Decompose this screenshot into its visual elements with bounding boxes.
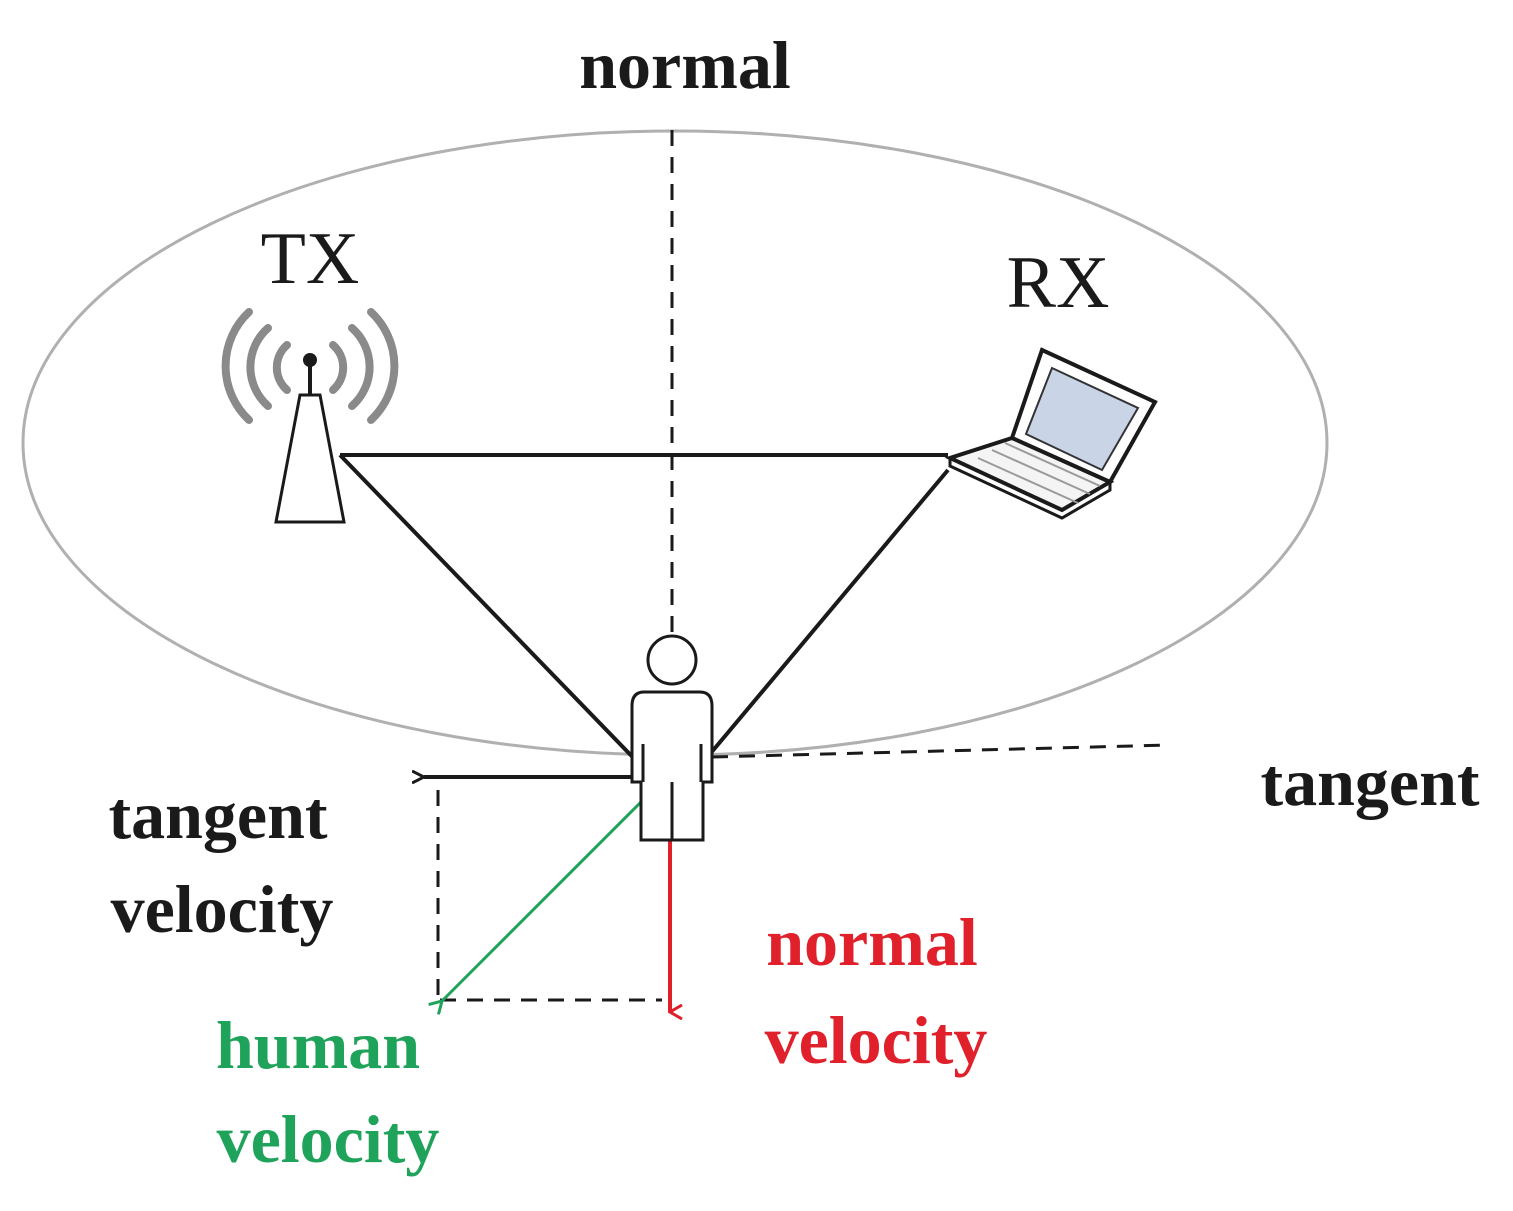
tangent-axis-line	[711, 743, 1171, 759]
person-to-rx-line	[703, 468, 950, 762]
laptop-icon	[944, 347, 1158, 520]
human-velocity-label-line1: human	[216, 1007, 420, 1083]
tangent-velocity-label-line1: tangent	[108, 777, 327, 853]
human-velocity-label-line2: velocity	[217, 1101, 440, 1177]
normal-axis-label: normal	[579, 27, 791, 103]
tangent-velocity-label-line2: velocity	[111, 871, 334, 947]
tx-label: TX	[261, 218, 360, 300]
person-icon	[630, 634, 714, 842]
tx-to-person-line	[338, 453, 652, 777]
tangent-axis-label: tangent	[1260, 744, 1479, 820]
normal-velocity-label-line1: normal	[766, 904, 978, 980]
antenna-tower-icon	[221, 308, 399, 524]
rx-label: RX	[1007, 242, 1110, 324]
normal-velocity-label-line2: velocity	[765, 1002, 988, 1078]
human-velocity-arrow	[442, 781, 662, 1001]
